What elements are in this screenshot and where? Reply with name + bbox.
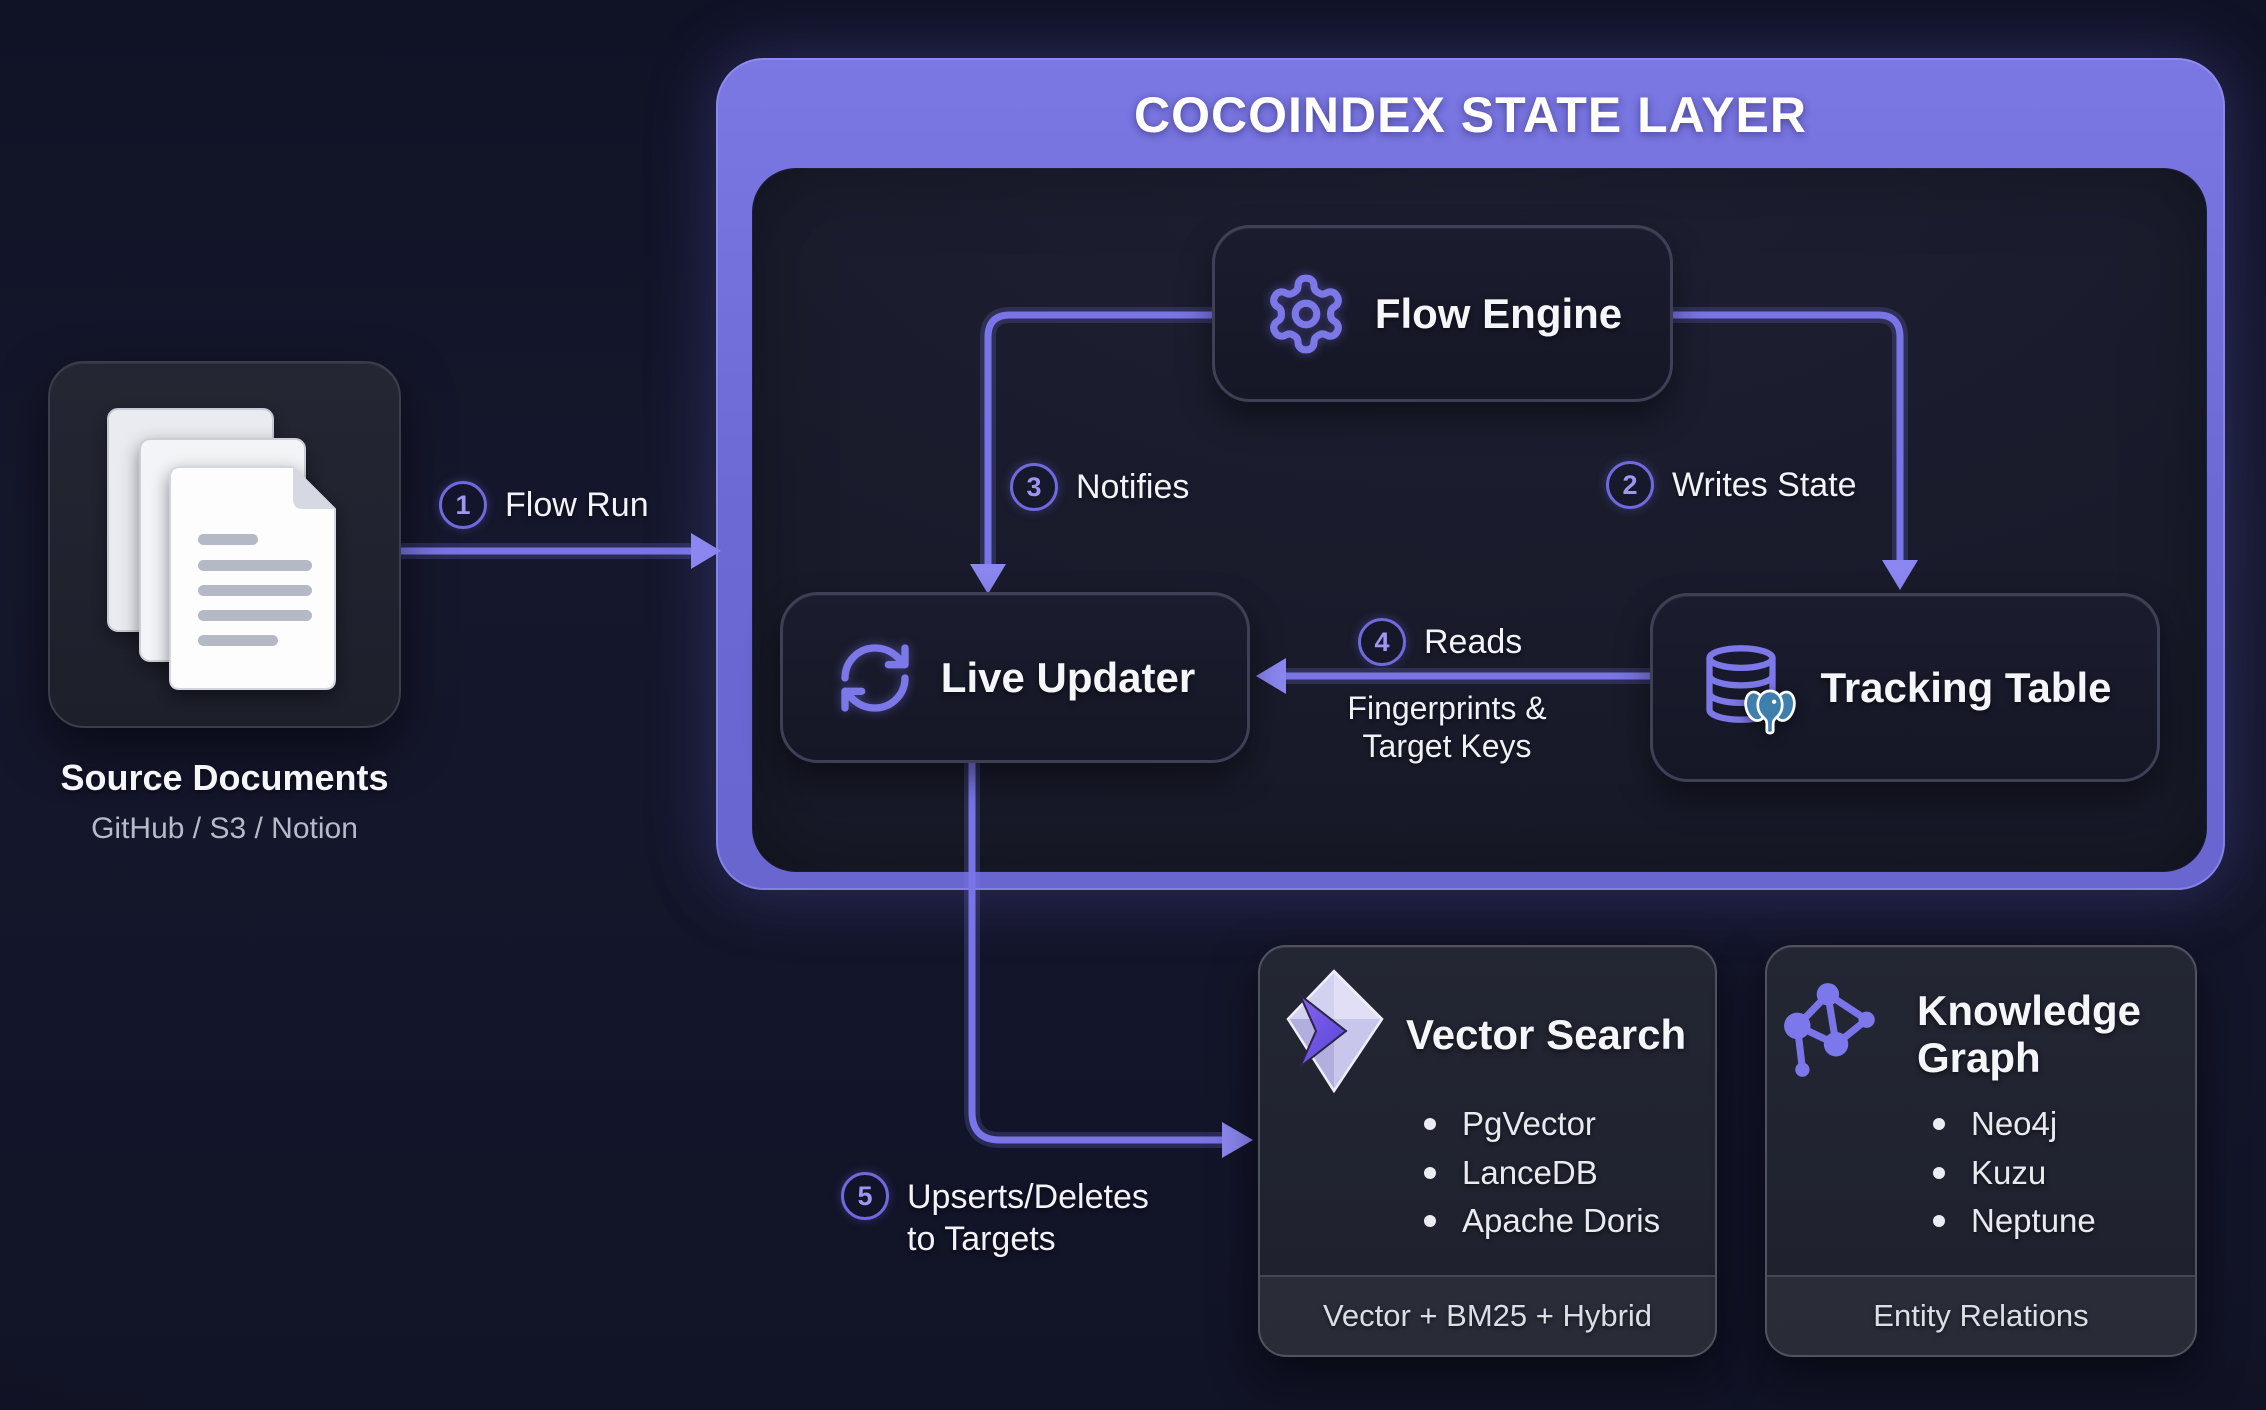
live-updater-node: Live Updater [780, 592, 1250, 763]
tracking-table-label: Tracking Table [1820, 663, 2112, 711]
upserts-text-line2: to Targets [907, 1220, 1056, 1258]
network-graph-icon [1784, 983, 1875, 1077]
state-layer-title: COCOINDEX STATE LAYER [1134, 87, 1807, 143]
step-4-badge: 4 [1358, 618, 1406, 666]
list-item: LanceDB [1418, 1149, 1660, 1198]
step-3-badge: 3 [1010, 463, 1058, 511]
step-2-badge: 2 [1606, 461, 1654, 509]
flow-run-edge-label: 1 Flow Run [439, 481, 649, 529]
source-documents-card [48, 361, 401, 728]
notifies-text: Notifies [1076, 467, 1190, 506]
reads-text: Reads [1424, 622, 1523, 661]
vector-search-footer: Vector + BM25 + Hybrid [1260, 1275, 1715, 1355]
postgres-elephant-icon [1743, 689, 1796, 734]
vector-search-title: Vector Search [1406, 1011, 1687, 1058]
list-item: PgVector [1418, 1100, 1660, 1149]
upserts-arrowhead [1222, 1122, 1253, 1158]
documents-stack-icon [107, 408, 336, 690]
vector-search-list: PgVector LanceDB Apache Doris [1418, 1100, 1660, 1246]
tracking-table-node: Tracking Table [1650, 593, 2160, 782]
knowledge-graph-list: Neo4j Kuzu Neptune [1927, 1100, 2096, 1246]
flow-engine-node: Flow Engine [1212, 225, 1673, 402]
gear-icon [1269, 274, 1342, 353]
reads-sublabel-line2: Target Keys [1362, 728, 1532, 764]
notifies-edge-label: 3 Notifies [1010, 463, 1189, 511]
database-postgres-icon-group [1699, 640, 1796, 736]
knowledge-graph-title: Knowledge Graph [1917, 987, 2142, 1081]
reads-edge-label: 4 Reads [1358, 618, 1522, 666]
source-documents-subtitle: GitHub / S3 / Notion [91, 812, 358, 845]
step-1-badge: 1 [439, 481, 487, 529]
list-item: Apache Doris [1418, 1197, 1660, 1246]
flow-engine-label: Flow Engine [1374, 289, 1623, 337]
step-5-badge: 5 [841, 1172, 889, 1220]
writes-state-text: Writes State [1672, 465, 1857, 504]
reads-sublabel: Fingerprints & Target Keys [1287, 689, 1607, 765]
upserts-text-line1: Upserts/Deletes [907, 1178, 1149, 1216]
vector-search-card: Vector Search PgVector LanceDB Apache Do… [1258, 945, 1717, 1357]
list-item: Neo4j [1927, 1100, 2096, 1149]
refresh-icon [841, 643, 909, 712]
flow-run-text: Flow Run [505, 485, 649, 524]
knowledge-graph-footer: Entity Relations [1767, 1275, 2195, 1355]
writes-state-edge-label: 2 Writes State [1606, 461, 1857, 509]
live-updater-label: Live Updater [940, 653, 1196, 701]
source-documents-title: Source Documents [60, 757, 389, 798]
knowledge-graph-card: Knowledge Graph Neo4j Kuzu Neptune Entit… [1765, 945, 2197, 1357]
upserts-edge-label: 5 Upserts/Deletes to Targets [841, 1172, 1149, 1260]
vector-prism-icon [1286, 969, 1384, 1093]
list-item: Kuzu [1927, 1149, 2096, 1198]
reads-sublabel-line1: Fingerprints & [1347, 690, 1547, 726]
list-item: Neptune [1927, 1197, 2096, 1246]
